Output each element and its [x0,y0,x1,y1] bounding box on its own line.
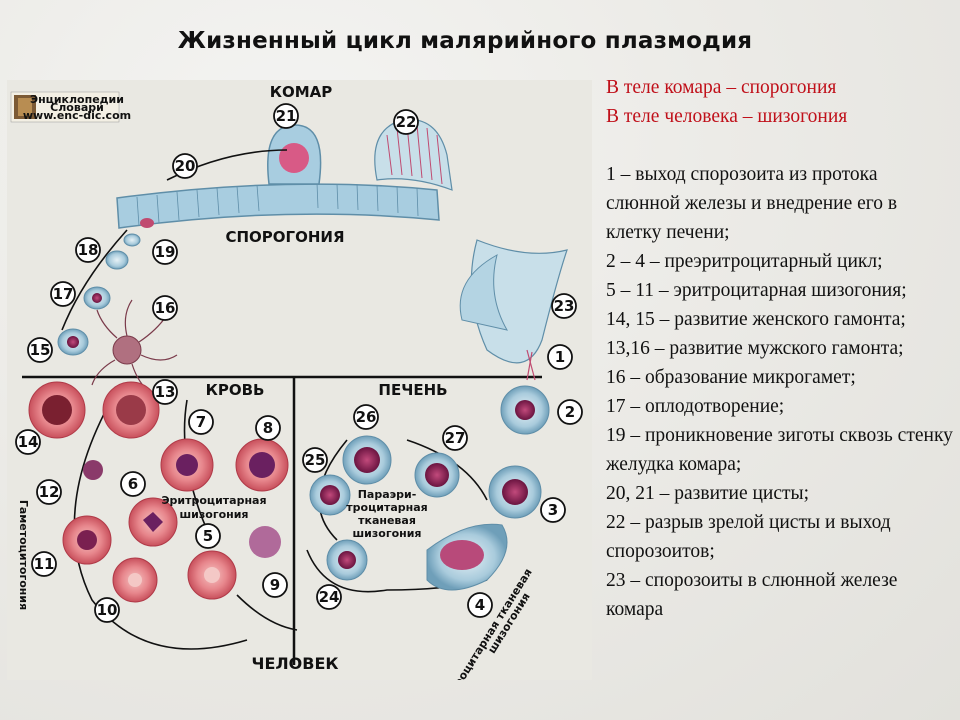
stage-24-label: 24 [319,588,340,606]
legend-spacer [606,131,956,160]
label-paraerythro-line-1: Параэри- [358,488,417,501]
legend-item: 22 – разрыв зрелой цисты и выход спорозо… [606,512,891,562]
stage-25-label: 25 [305,451,326,469]
stage-21-label: 21 [276,107,297,125]
logo-url: www.enc-dic.com [23,109,131,122]
stage-3-label: 3 [548,501,558,519]
erythrocyte-stages [28,381,289,603]
label-blood: КРОВЬ [206,381,265,399]
ookinete-stages [57,218,178,391]
stage-1-label: 1 [555,348,565,366]
label-human: ЧЕЛОВЕК [252,654,339,673]
stage-16-label: 16 [155,299,176,317]
label-paraerythro-line-3: тканевая [358,514,416,527]
stage-27-label: 27 [445,429,466,447]
legend-item: 13,16 – развитие мужского гамонта; [606,338,904,359]
stage-8-label: 8 [263,419,273,437]
stage-19-label: 19 [155,243,176,261]
label-erythro-line-1: Эритроцитарная [161,494,266,507]
stage-numbers: 1 2 3 4 5 6 7 8 9 10 11 12 13 14 15 16 1… [15,103,583,623]
stage-2-label: 2 [565,403,575,421]
label-erythro-line-2: шизогония [179,508,248,521]
stage-6-label: 6 [128,475,138,493]
legend-item: 1 – выход спорозоита из протока слюнной … [606,164,898,243]
stage-15-label: 15 [30,341,51,359]
stage-12-label: 12 [39,483,60,501]
life-cycle-diagram: Энциклопедии Словари www.enc-dic.com КОМ… [7,80,592,680]
legend-item: 5 – 11 – эритроцитарная шизогония; [606,280,907,301]
legend-mosquito-line: В теле комара – спорогония [606,77,837,98]
logo-line-1: Энциклопедии [30,93,124,106]
legend-panel: В теле комара – спорогония В теле челове… [606,73,956,624]
stage-17-label: 17 [53,285,74,303]
stage-4-label: 4 [475,596,485,614]
label-gametocytogony: Гаметоцитогония [17,500,30,610]
label-sporogony: СПОРОГОНИЯ [225,228,344,246]
stage-22-label: 22 [396,113,417,131]
logo-line-2: Словари [50,101,104,114]
stage-14-label: 14 [18,433,39,451]
legend-item: 23 – спорозоиты в слюнной железе комара [606,570,898,620]
legend-item: 20, 21 – развитие цисты; [606,483,810,504]
stage-13-label: 13 [155,383,176,401]
legend-item: 16 – образование микрогамет; [606,367,856,388]
liver-stages [309,385,550,591]
label-mosquito: КОМАР [270,83,333,101]
legend-item: 19 – проникновение зиготы сквозь стенку … [606,425,953,475]
stage-23-label: 23 [554,297,575,315]
legend-item: 2 – 4 – преэритроцитарный цикл; [606,251,883,272]
legend-item: 17 – оплодотворение; [606,396,785,417]
stage-20-label: 20 [175,157,196,175]
legend-human-line: В теле человека – шизогония [606,106,848,127]
stage-5-label: 5 [203,527,213,545]
stage-18-label: 18 [78,241,99,259]
stage-11-label: 11 [34,555,55,573]
stage-10-label: 10 [97,601,118,619]
legend-item: 14, 15 – развитие женского гамонта; [606,309,906,330]
mosquito-stomach-wall [116,118,568,381]
stage-7-label: 7 [196,413,206,431]
stage-26-label: 26 [356,408,377,426]
stage-9-label: 9 [270,576,280,594]
encyclopedia-logo: Энциклопедии Словари www.enc-dic.com [10,91,131,123]
page-title: Жизненный цикл малярийного плазмодия [177,28,753,54]
label-paraerythro-line-4: шизогония [352,527,421,540]
label-liver: ПЕЧЕНЬ [378,381,447,399]
label-paraerythro-line-2: троцитарная [346,501,427,514]
